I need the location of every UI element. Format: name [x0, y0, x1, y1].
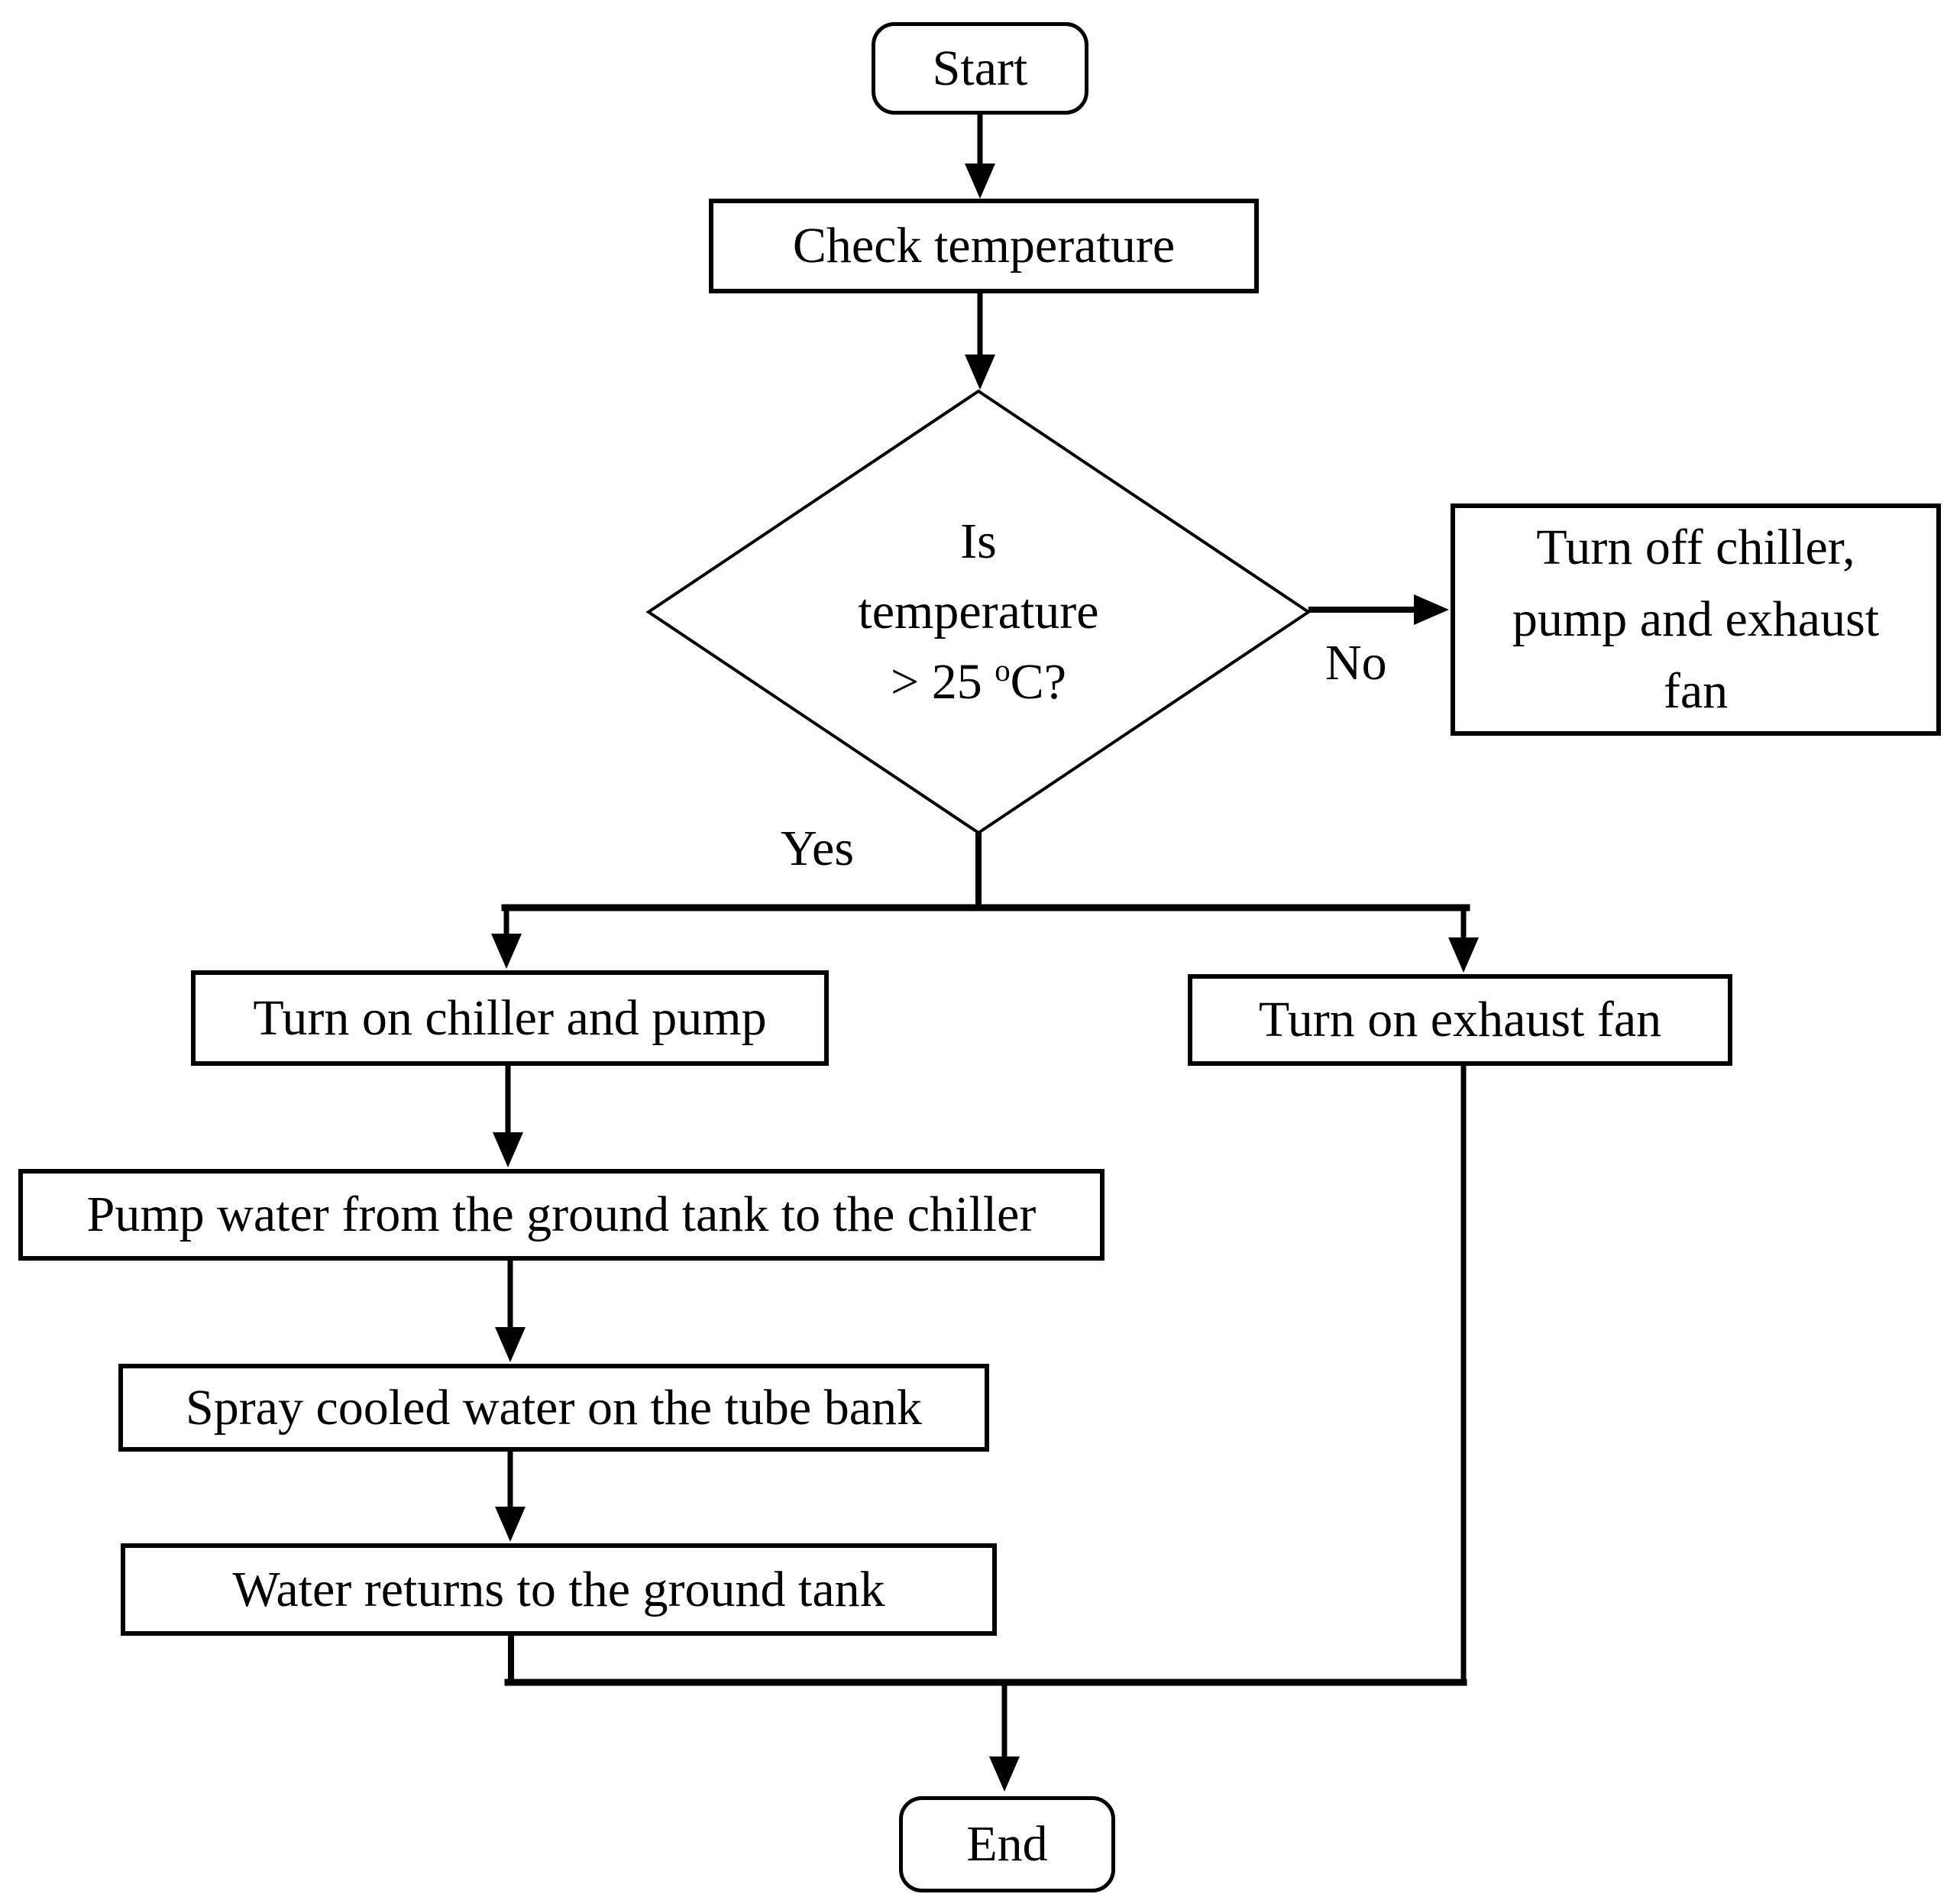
arrowhead-spray-to-water	[495, 1507, 526, 1542]
decision-line-1: Is	[960, 513, 997, 569]
arrowhead-pump-to-spray	[495, 1327, 526, 1362]
spray-water-node: Spray cooled water on the tube bank	[118, 1364, 989, 1452]
turn-off-line-3: fan	[1663, 663, 1729, 719]
turn-off-node: Turn off chiller, pump and exhaust fan	[1451, 503, 1941, 736]
arrowhead-start-to-check	[965, 163, 995, 199]
turn-off-line-2: pump and exhaust	[1512, 591, 1880, 647]
turn-off-line-1: Turn off chiller,	[1536, 520, 1855, 575]
check-temperature-node: Check temperature	[709, 199, 1259, 293]
turn-on-chiller-pump-node: Turn on chiller and pump	[191, 970, 829, 1066]
degree-superscript: o	[995, 653, 1011, 688]
arrowhead-split-to-chiller	[491, 934, 522, 969]
turn-on-exhaust-fan-node: Turn on exhaust fan	[1188, 974, 1732, 1066]
end-node: End	[899, 1796, 1115, 1892]
yes-edge-label: Yes	[781, 821, 855, 876]
arrowhead-chiller-to-pump	[493, 1132, 523, 1167]
arrowhead-check-to-decision	[965, 355, 995, 390]
decision-node-text: Is temperature > 25 oC?	[780, 493, 1177, 731]
arrowhead-merge-to-end	[989, 1756, 1020, 1792]
water-returns-node: Water returns to the ground tank	[121, 1543, 997, 1636]
arrowhead-no-branch	[1414, 594, 1449, 625]
decision-line-3: > 25 oC?	[890, 653, 1066, 710]
arrowhead-split-to-exhaust	[1448, 937, 1479, 973]
start-node: Start	[872, 22, 1088, 115]
decision-line-2: temperature	[858, 584, 1099, 639]
pump-water-node: Pump water from the ground tank to the c…	[18, 1169, 1105, 1261]
no-edge-label: No	[1325, 635, 1387, 691]
